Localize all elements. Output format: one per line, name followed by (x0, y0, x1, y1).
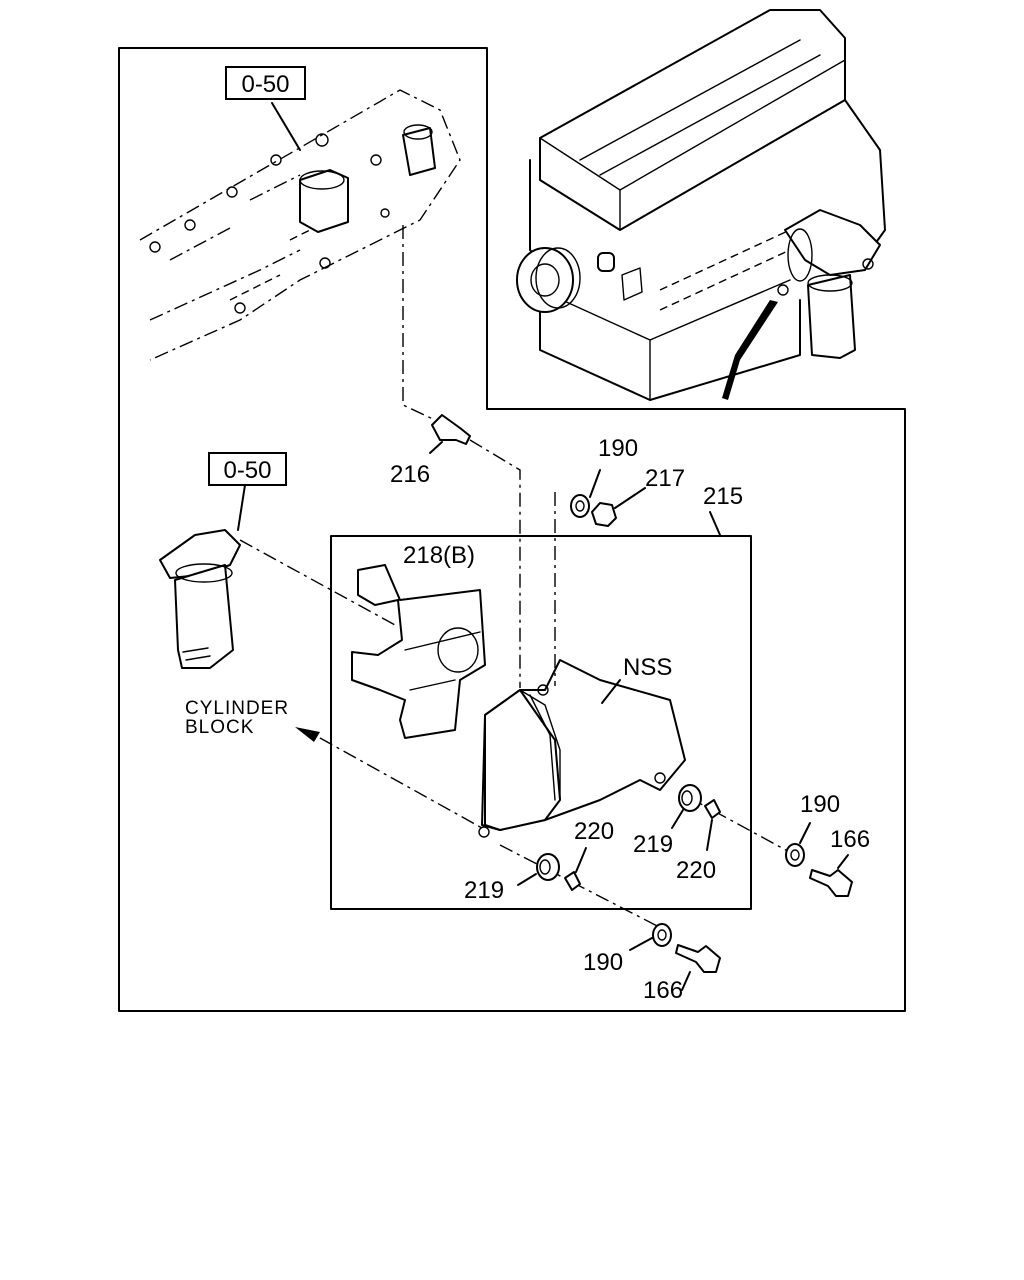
engine-block-detail-illustration (139, 89, 461, 361)
callout-217: 217 (645, 465, 685, 492)
ref-box-filter (208, 452, 287, 486)
callout-220-right: 220 (676, 857, 716, 884)
cylinder-block-label-line2: BLOCK (185, 717, 254, 738)
callout-166-right: 166 (830, 826, 870, 853)
part-220-collar-left (564, 847, 587, 891)
callout-190-right: 190 (800, 791, 840, 818)
part-190-washer-top (570, 469, 601, 518)
housing-nss (478, 659, 686, 838)
part-216-fitting (429, 414, 471, 454)
engine-overview-illustration (516, 9, 886, 401)
callout-220-left: 220 (574, 818, 614, 845)
ref-label-filter: 0-50 (223, 457, 271, 484)
part-190-washer-right (785, 822, 811, 867)
callout-215: 215 (703, 483, 743, 510)
part-220-collar-right (704, 799, 721, 851)
part-219-bushing-left (517, 853, 560, 886)
outer-frame (118, 47, 906, 1012)
callout-216: 216 (390, 461, 430, 488)
part-219-bushing-right (671, 784, 702, 829)
pointer-arrow (722, 300, 778, 400)
callout-219-right: 219 (633, 831, 673, 858)
callout-nss: NSS (623, 654, 672, 681)
ref-label-engine-block: 0-50 (241, 71, 289, 98)
part-217-nut (591, 487, 646, 527)
callout-218b: 218(B) (403, 542, 475, 569)
callout-190-bottom: 190 (583, 949, 623, 976)
group-box-215 (330, 535, 752, 910)
part-166-bolt-right (809, 854, 853, 897)
fuel-filter-illustration (159, 484, 246, 669)
callout-166-bottom: 166 (643, 977, 683, 1004)
callout-219-left: 219 (464, 877, 504, 904)
part-190-washer-bottom (629, 923, 672, 951)
callout-190-top: 190 (598, 435, 638, 462)
bracket-218b (351, 564, 486, 739)
ref-box-engine-block (225, 66, 306, 100)
cylinder-block-label-line1: CYLINDER (185, 698, 289, 719)
part-166-bolt-bottom (675, 944, 721, 991)
